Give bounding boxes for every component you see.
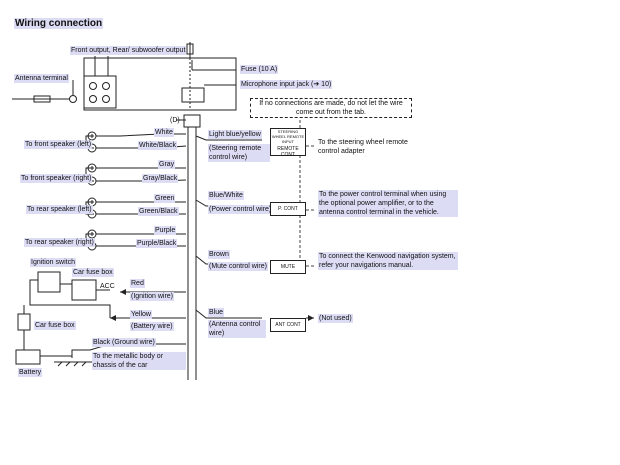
wire-label: Purple/Black (136, 239, 178, 248)
mic-connector (181, 87, 205, 103)
antenna-terminal-label: Antenna terminal (14, 74, 69, 83)
mute-box: MUTE (270, 260, 306, 274)
right-wire-target: (Not used) (318, 314, 353, 323)
speaker-label: To rear speaker (left) (26, 205, 93, 214)
right-wire-color: Blue/White (208, 191, 244, 200)
right-wire-color: Blue (208, 308, 225, 317)
car-fuse-box-2 (17, 313, 31, 331)
ground-desc: To the metallic body or chassis of the c… (92, 352, 186, 370)
wire-label: White/Black (138, 141, 177, 150)
speaker-label: To front speaker (left) (24, 140, 93, 149)
ignition-switch-label: Ignition switch (30, 258, 76, 267)
car-fuse-box-label: Car fuse box (72, 268, 114, 277)
right-wire-desc: (Antenna control wire) (208, 320, 266, 338)
antenna-jack (69, 95, 77, 103)
mic-jack-label: Microphone input jack (➔ 10) (240, 80, 333, 89)
p-cont-box: P. CONT (270, 202, 306, 216)
wire-label: Green/Black (138, 207, 179, 216)
right-wire-color: Brown (208, 250, 230, 259)
tab-note: If no connections are made, do not let t… (250, 98, 412, 118)
page-title: Wiring connection (14, 18, 104, 29)
car-fuse-box (71, 279, 97, 301)
acc-label: ACC (100, 283, 115, 290)
output-jack-panel (83, 75, 117, 109)
yellow-wire-label: Yellow (130, 310, 152, 319)
box-label: REMOTE CONT (277, 146, 299, 158)
right-wire-target: To connect the Kenwood navigation system… (318, 252, 458, 270)
fuse-label: Fuse (10 A) (240, 65, 279, 74)
right-wire-target: To the steering wheel remote control ada… (318, 139, 408, 155)
right-wire-desc: (Power control wire) (208, 205, 273, 214)
wire-label: Green (154, 194, 176, 203)
right-wire-desc: (Mute control wire) (208, 262, 268, 271)
wire-label: Gray (158, 160, 176, 169)
car-fuse-box-label-2: Car fuse box (34, 321, 76, 330)
ground-wire-label: Black (Ground wire) (92, 338, 156, 347)
wire-label: Purple (154, 226, 177, 235)
battery-label: Battery (18, 368, 43, 377)
wire-label: White (154, 128, 174, 137)
yellow-wire-desc: (Battery wire) (130, 322, 174, 331)
ant-cont-box: ANT CONT (270, 318, 306, 332)
front-rear-output-label: Front output, Rear/ subwoofer output (70, 46, 187, 55)
right-wire-desc: (Steering remote control wire) (208, 144, 270, 162)
right-wire-target: To the power control terminal when using… (318, 190, 458, 217)
connector-label: (D) (170, 117, 180, 124)
right-wire-color: Light blue/yellow (208, 130, 262, 139)
battery-box (15, 349, 41, 365)
speaker-label: To front speaker (right) (20, 174, 93, 183)
ignition-switch-box (37, 271, 61, 293)
remote-cont-box: STEERING WHEEL REMOTE INPUT REMOTE CONT (270, 128, 306, 158)
box-caption: STEERING WHEEL REMOTE INPUT (271, 129, 305, 144)
speaker-label: To rear speaker (right) (24, 238, 95, 247)
red-wire-label: Red (130, 279, 145, 288)
wire-label: Gray/Black (142, 174, 179, 183)
harness-connector (183, 114, 201, 128)
red-wire-desc: (Ignition wire) (130, 292, 175, 301)
